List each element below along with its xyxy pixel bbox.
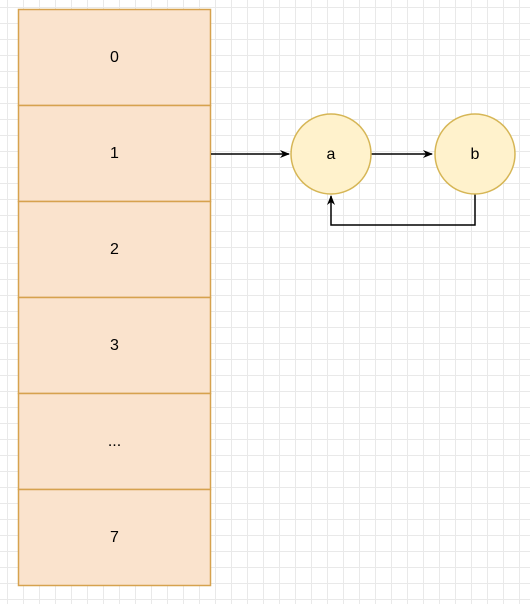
nodes: a b	[290, 113, 516, 195]
array-cell-3: 3	[17, 296, 212, 395]
array-cell-label: 2	[110, 241, 119, 258]
array-cell-2: 2	[17, 200, 212, 299]
array-cell-label: 7	[110, 529, 119, 546]
array-cell-label: 1	[110, 145, 119, 162]
array-cell-label: 0	[110, 49, 119, 66]
array-cell-0: 0	[17, 8, 212, 107]
array-cell-label: ...	[108, 433, 121, 450]
array-cell-label: 3	[110, 337, 119, 354]
array: 0 1 2 3 ... 7	[17, 8, 212, 587]
array-cell-7: 7	[17, 488, 212, 587]
edges	[211, 150, 476, 226]
edge-b-to-a	[327, 194, 476, 226]
array-cell-1: 1	[17, 104, 212, 203]
node-a: a	[290, 113, 372, 195]
node-b: b	[434, 113, 516, 195]
node-label: a	[327, 146, 336, 163]
array-cell-ellipsis: ...	[17, 392, 212, 491]
node-label: b	[471, 146, 480, 163]
